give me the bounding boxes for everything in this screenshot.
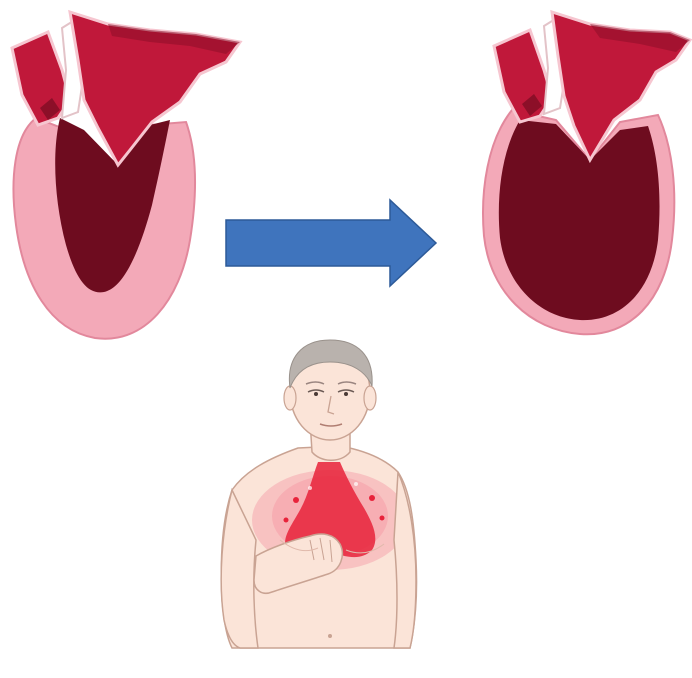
- dilated-heart-atrium: [494, 30, 552, 122]
- man-chest-pain-icon: [221, 340, 416, 648]
- normal-heart-atrium: [12, 32, 70, 125]
- man-arm-right: [394, 472, 416, 648]
- right-arrow-icon: [226, 200, 436, 286]
- dilated-heart-chamber: [499, 120, 660, 320]
- dilated-heart-icon: [483, 12, 690, 334]
- normal-heart-icon: [12, 12, 240, 339]
